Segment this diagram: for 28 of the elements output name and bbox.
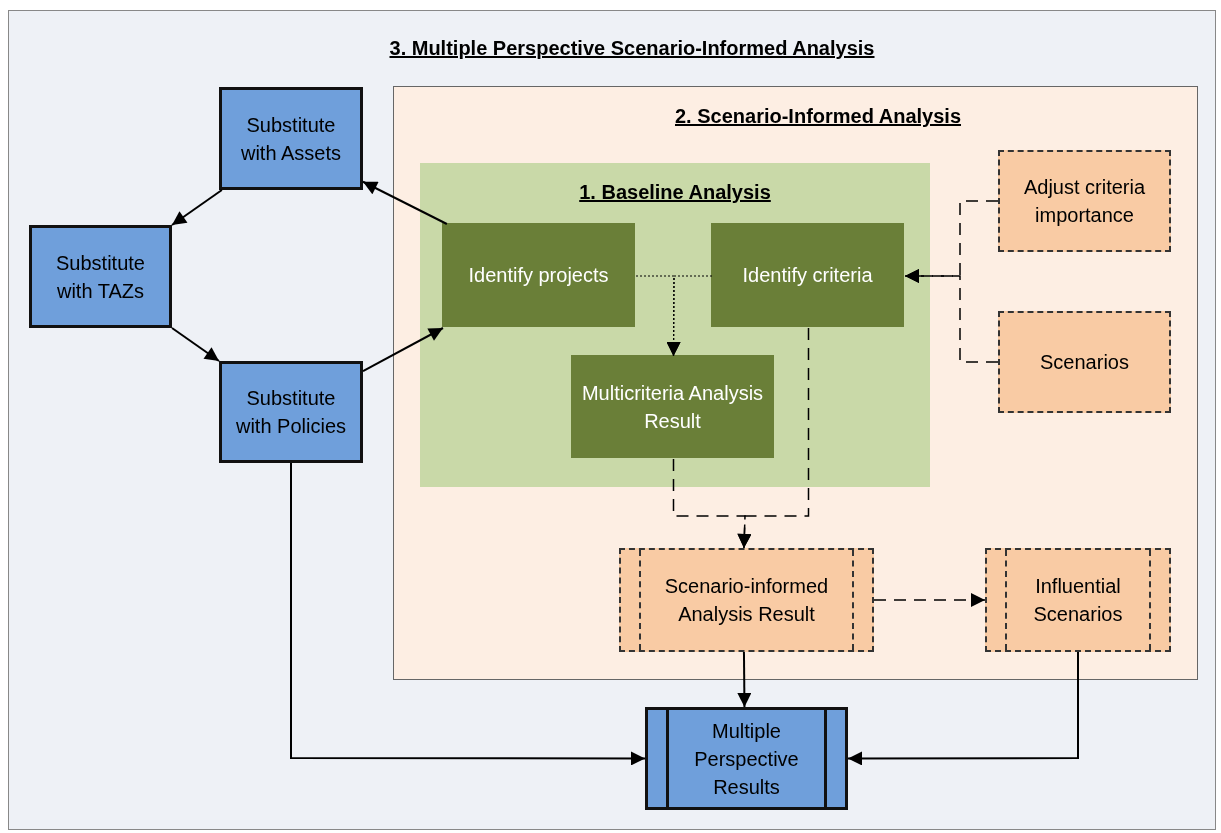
arrow <box>737 327 810 549</box>
panel-heading: 1. Baseline Analysis <box>579 180 771 205</box>
process-box: Substitute with Assets <box>219 87 363 190</box>
outer-panel <box>8 10 1216 830</box>
arrow <box>362 327 444 373</box>
process-box: Substitute with TAZs <box>29 225 172 328</box>
baseline-panel <box>420 163 930 487</box>
arrow <box>362 180 448 225</box>
arrow <box>873 593 986 607</box>
process-box: Substitute with Policies <box>219 361 363 463</box>
arrow <box>290 462 646 766</box>
panel-heading: 2. Scenario-Informed Analysis <box>675 104 961 129</box>
predefined-process-box: Multiple Perspective Results <box>645 707 848 810</box>
dashed-box: Adjust criteria importance <box>998 150 1171 252</box>
panel-heading: 3. Multiple Perspective Scenario-Informed Analysis <box>389 36 875 61</box>
dashed-box: Scenarios <box>998 311 1171 413</box>
process-box: Identify criteria <box>711 223 904 327</box>
arrow <box>666 275 713 357</box>
arrow <box>171 189 223 226</box>
arrow <box>737 651 752 708</box>
scenario-panel <box>393 86 1198 680</box>
process-box: Identify projects <box>442 223 635 327</box>
arrow <box>904 269 999 363</box>
arrow <box>847 651 1079 766</box>
arrow <box>171 327 220 362</box>
process-box: Multicriteria Analysis Result <box>571 355 774 458</box>
dashed-process-box: Influential Scenarios <box>985 548 1171 652</box>
dashed-process-box: Scenario-informed Analysis Result <box>619 548 874 652</box>
